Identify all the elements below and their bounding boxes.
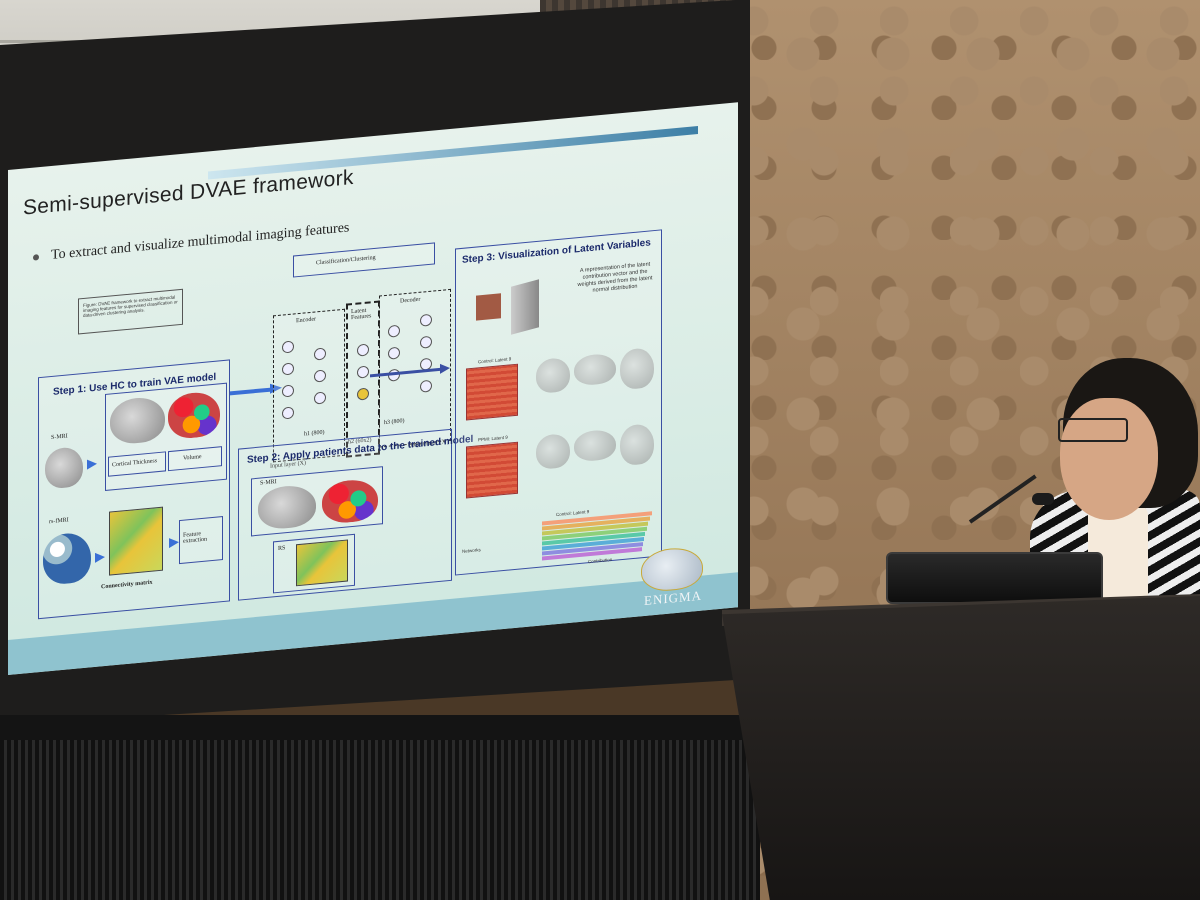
smri-label: S-MRI — [51, 433, 68, 442]
screen-skirt — [0, 715, 760, 740]
volume-box: Volume — [168, 446, 222, 472]
screen-skirt-fringe — [0, 715, 760, 900]
connectome-brain-image — [574, 352, 616, 387]
bullet-icon — [33, 253, 39, 261]
latent-box: Latent Features h2 (60x2) — [346, 300, 380, 458]
arrow-icon — [440, 362, 450, 374]
fmri-brain-image — [43, 531, 91, 586]
patient-latent-matrix — [466, 441, 518, 499]
connectivity-matrix-label: Connectivity matrix — [101, 579, 153, 591]
smri-features-box: Cortical Thickness Volume — [105, 382, 227, 492]
glasses-icon — [1058, 418, 1128, 442]
step2-smri-label: S-MRI — [260, 479, 277, 487]
classification-label: Classification/Clustering — [316, 254, 376, 267]
arrow-icon — [95, 552, 105, 563]
latent-distribution-image — [511, 279, 539, 335]
bar-chart-xlabel: Contribution — [588, 556, 613, 565]
mri-slice-image — [45, 446, 83, 490]
decoder-label: Decoder — [400, 296, 421, 305]
connectome-brain-image — [620, 347, 654, 391]
cortical-thickness-box: Cortical Thickness — [108, 451, 166, 477]
arrow-icon — [87, 458, 97, 470]
connectome-brain-image — [536, 432, 570, 471]
step2-rs-label: RS — [278, 545, 286, 552]
connectome-brain-image — [620, 423, 654, 467]
step2-box: Step 2: Apply patients data to the train… — [238, 428, 473, 601]
step1-box: Step 1: Use HC to train VAE model S-MRI … — [38, 359, 230, 620]
slide-title: Semi-supervised DVAE framework — [23, 165, 354, 220]
encoder-label: Encoder — [296, 316, 316, 325]
patient-latent-label: PPMI: Latent 9 — [478, 434, 508, 443]
bar-chart-ylabel: Networks — [462, 547, 481, 554]
presentation-slide: Semi-supervised DVAE framework To extrac… — [8, 102, 738, 675]
step3-description: A representation of the latent contribut… — [577, 261, 653, 294]
presenter-face — [1060, 398, 1158, 520]
step2-rs-box: RS — [273, 533, 355, 594]
feature-extraction-box: Feature extraction — [179, 516, 223, 565]
connectome-brain-image — [574, 428, 616, 463]
bar-chart-title: Control: Latent 9 — [556, 509, 590, 518]
arrow-shaft — [230, 387, 270, 396]
h3-label: h3 (800) — [384, 418, 405, 427]
latent-matrix-image — [476, 293, 501, 321]
h1-label: h1 (800) — [304, 429, 325, 438]
feature-extraction-label: Feature extraction — [183, 531, 207, 545]
rsfmri-label: rs-fMRI — [49, 517, 69, 526]
figure-caption: Figure: DVAE framework to extract multim… — [78, 288, 183, 335]
connectome-brain-image — [536, 356, 570, 395]
control-latent-label: Control: Latent 9 — [478, 356, 512, 365]
arrow-icon — [169, 537, 179, 549]
brain-logo-icon — [641, 545, 703, 594]
microphone-icon — [1032, 493, 1054, 505]
gray-brain-image — [258, 483, 316, 531]
step3-box: Step 3: Visualization of Latent Variable… — [455, 229, 662, 576]
step3-title: Step 3: Visualization of Latent Variable… — [462, 237, 651, 266]
podium — [722, 596, 1200, 900]
latent-label: Latent Features — [351, 307, 372, 322]
cortical-thickness-label: Cortical Thickness — [112, 458, 158, 469]
gray-brain-image — [110, 395, 165, 446]
volume-label: Volume — [183, 454, 202, 462]
control-latent-matrix — [466, 363, 518, 421]
classification-box: Classification/Clustering — [293, 242, 435, 278]
colored-brain-image — [168, 390, 220, 441]
connectivity-matrix-image — [296, 539, 348, 587]
laptop — [886, 552, 1103, 604]
enigma-logo: ENIGMA — [626, 544, 716, 612]
step2-smri-box: S-MRI — [251, 466, 383, 537]
connectivity-matrix-image — [109, 506, 163, 576]
colored-brain-image — [322, 477, 378, 525]
logo-text: ENIGMA — [644, 587, 702, 609]
